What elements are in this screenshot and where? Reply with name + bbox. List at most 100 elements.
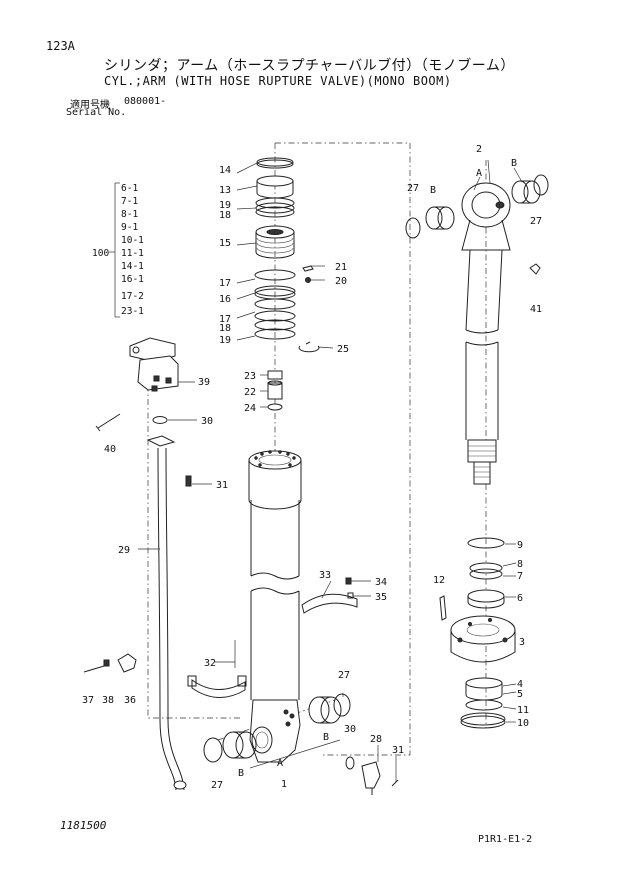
callout-19b: 19 <box>219 335 231 346</box>
kit-item: 10-1 <box>121 235 144 246</box>
bushing-27-left <box>203 731 257 763</box>
kit-100-list: 100 6-1 7-1 8-1 9-1 10-1 11-1 14-1 16-1 … <box>92 183 144 317</box>
seal-ring-19-18 <box>255 197 295 218</box>
callout-31-lower: 31 <box>392 745 404 756</box>
callout-37: 37 <box>82 695 94 706</box>
serial-label-english: Serial No. <box>66 107 127 118</box>
piston-15 <box>255 225 295 259</box>
callout-13: 13 <box>219 185 231 196</box>
callout-18: 18 <box>219 210 231 221</box>
serial-label-japanese: 適用号機 <box>70 100 110 111</box>
kit-item: 16-1 <box>121 274 144 285</box>
kit-item: 6-1 <box>121 183 138 194</box>
serial-value: 080001- <box>124 96 167 107</box>
kit-item: 8-1 <box>121 209 138 220</box>
kit-100-bracket <box>109 182 120 318</box>
callout-7: 7 <box>517 571 523 582</box>
callout-15: 15 <box>219 238 231 249</box>
callout-33: 33 <box>319 570 331 581</box>
page-reference: P1R1-E1-2 <box>478 834 532 845</box>
callout-31: 31 <box>216 480 228 491</box>
callout-B-upper-left: B <box>430 185 436 196</box>
callout-24: 24 <box>244 403 256 414</box>
oring-30-lower <box>345 756 355 770</box>
callout-25: 25 <box>337 344 349 355</box>
oring-30-upper <box>152 416 168 424</box>
callout-9: 9 <box>517 540 523 551</box>
rod-cover-3 <box>450 615 516 663</box>
assembly-line-pipe <box>147 345 240 719</box>
callout-21: 21 <box>335 262 347 273</box>
callout-30: 30 <box>201 416 213 427</box>
callout-4: 4 <box>517 679 523 690</box>
assembly-line-top <box>275 142 411 756</box>
callout-11: 11 <box>517 705 529 716</box>
callout-1: 1 <box>281 779 287 790</box>
kit-item: 11-1 <box>121 248 144 259</box>
piston-rod <box>465 249 503 485</box>
callout-B-lower-left: B <box>238 768 244 779</box>
callout-22: 22 <box>244 387 256 398</box>
nut-23-22-24 <box>267 370 283 411</box>
rod-seal-stack-9-8-7-6 <box>439 537 505 621</box>
callout-40: 40 <box>104 444 116 455</box>
callout-28: 28 <box>370 734 382 745</box>
callout-18b: 18 <box>219 323 231 334</box>
callout-3: 3 <box>519 637 525 648</box>
callout-B-upper-right: B <box>511 158 517 169</box>
callout-6: 6 <box>517 593 523 604</box>
callout-16: 16 <box>219 294 231 305</box>
bushing-27-right <box>308 693 351 724</box>
bolt-37-38-36 <box>83 653 137 673</box>
clamp-32 <box>187 675 247 698</box>
callout-27-upper-right: 27 <box>530 216 542 227</box>
callout-19: 19 <box>219 200 231 211</box>
callout-27-left: 27 <box>211 780 223 791</box>
drawing-number: 1181500 <box>60 819 107 832</box>
page-code: 123A <box>46 39 75 53</box>
rod-bottom-seals-4-5-11-10 <box>460 677 506 729</box>
grease-fitting-28-31 <box>361 761 399 795</box>
bushings-rod-B <box>405 174 549 239</box>
callout-36: 36 <box>124 695 136 706</box>
callout-B-lower-right: B <box>323 732 329 743</box>
cylinder-tube-1 <box>248 450 302 763</box>
bolt-40 <box>95 413 121 432</box>
callout-2: 2 <box>476 144 482 155</box>
callout-10: 10 <box>517 718 529 729</box>
callout-32: 32 <box>204 658 216 669</box>
kit-item: 7-1 <box>121 196 138 207</box>
callout-23: 23 <box>244 371 256 382</box>
kit-item: 14-1 <box>121 261 144 272</box>
callout-A-upper: A <box>476 168 482 179</box>
callout-27-right: 27 <box>338 670 350 681</box>
leader-lines <box>138 159 523 782</box>
callout-29: 29 <box>118 545 130 556</box>
kit-item: 9-1 <box>121 222 138 233</box>
callout-14: 14 <box>219 165 231 176</box>
title-japanese: シリンダ；アーム（ホースラプチャーバルブ付）（モノブーム） <box>104 58 515 74</box>
kit-number: 100 <box>92 248 109 259</box>
grease-fitting-41 <box>529 263 541 275</box>
callout-27-upper-left: 27 <box>407 183 419 194</box>
pipe-29 <box>146 435 192 791</box>
callout-A-lower: A <box>277 758 283 769</box>
kit-item: 23-1 <box>121 306 144 317</box>
rod-head-2 <box>461 182 511 251</box>
callout-41: 41 <box>530 304 542 315</box>
callout-labels: 14 13 19 18 15 21 20 17 16 17 18 19 25 2… <box>82 144 542 791</box>
wear-ring-14 <box>256 157 294 169</box>
callout-38: 38 <box>102 695 114 706</box>
callout-5: 5 <box>517 689 523 700</box>
callout-12: 12 <box>433 575 445 586</box>
title-english: CYL.;ARM (WITH HOSE RUPTURE VALVE)(MONO … <box>104 74 452 88</box>
callout-34: 34 <box>375 577 387 588</box>
rings-17-18-19 <box>254 298 296 340</box>
snap-ring-25 <box>298 341 320 353</box>
callout-8: 8 <box>517 559 523 570</box>
callout-17: 17 <box>219 278 231 289</box>
callout-17b: 17 <box>219 314 231 325</box>
callout-35: 35 <box>375 592 387 603</box>
hose-rupture-valve-39 <box>129 337 179 392</box>
